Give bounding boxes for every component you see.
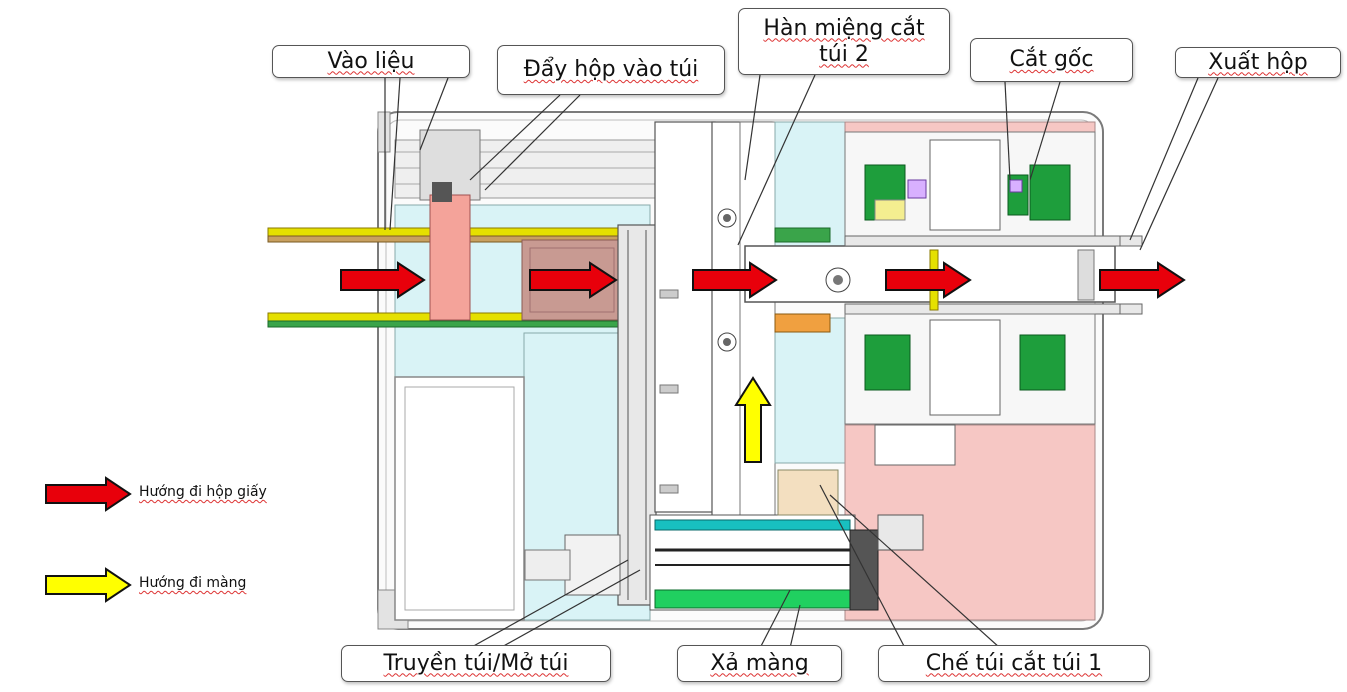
callout-che-tui-cat-tui-1: Chế túi cắt túi 1 <box>878 645 1150 682</box>
leader-lines <box>384 74 1219 649</box>
legend-red-arrow <box>45 476 132 512</box>
red-arrow-push <box>529 261 618 299</box>
callout-xuat-hop: Xuất hộp <box>1175 47 1341 78</box>
feeder-column <box>419 129 481 321</box>
upper-cutter <box>774 131 1096 243</box>
callout-vao-lieu: Vào liệu <box>272 45 470 78</box>
legend-yellow-label: Hướng đi màng <box>139 575 247 591</box>
bag-transfer-column <box>524 224 657 606</box>
red-arrow-infeed <box>340 261 426 299</box>
lower-cutter <box>774 313 1096 466</box>
callout-truyen-tui-mo-tui: Truyền túi/Mở túi <box>341 645 611 682</box>
callout-xa-mang: Xả màng <box>677 645 842 682</box>
yellow-film-arrow <box>734 376 772 463</box>
legend-red-label: Hướng đi hộp giấy <box>139 484 267 500</box>
red-arrow-out <box>1099 261 1186 299</box>
red-arrow-seal <box>692 261 778 299</box>
red-arrow-cut <box>885 261 972 299</box>
film-unwinder <box>649 469 924 611</box>
sealing-column <box>654 121 776 523</box>
callout-day-hop-vao-tui: Đẩy hộp vào túi <box>497 45 725 95</box>
legend-yellow-arrow <box>45 567 132 603</box>
box-direction-arrows <box>340 261 1186 299</box>
callout-cat-goc: Cắt gốc <box>970 38 1133 82</box>
